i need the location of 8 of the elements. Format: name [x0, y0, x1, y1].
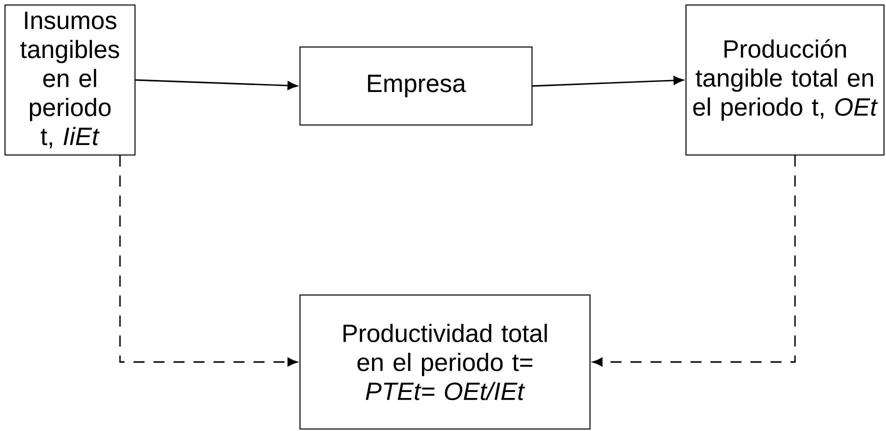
arrow — [592, 156, 796, 366]
arrow — [135, 79, 298, 90]
process-box: Empresa — [300, 46, 532, 126]
process-box: Insumos tangibles en el periodo t, IiEt — [4, 4, 136, 156]
process-box: Productividad total en el periodo t= PTEt= OEt/IEt — [300, 294, 590, 430]
arrow — [119, 156, 298, 366]
process-box: Producción tangible total en el periodo t, OEt — [686, 4, 884, 156]
arrow — [532, 76, 684, 87]
